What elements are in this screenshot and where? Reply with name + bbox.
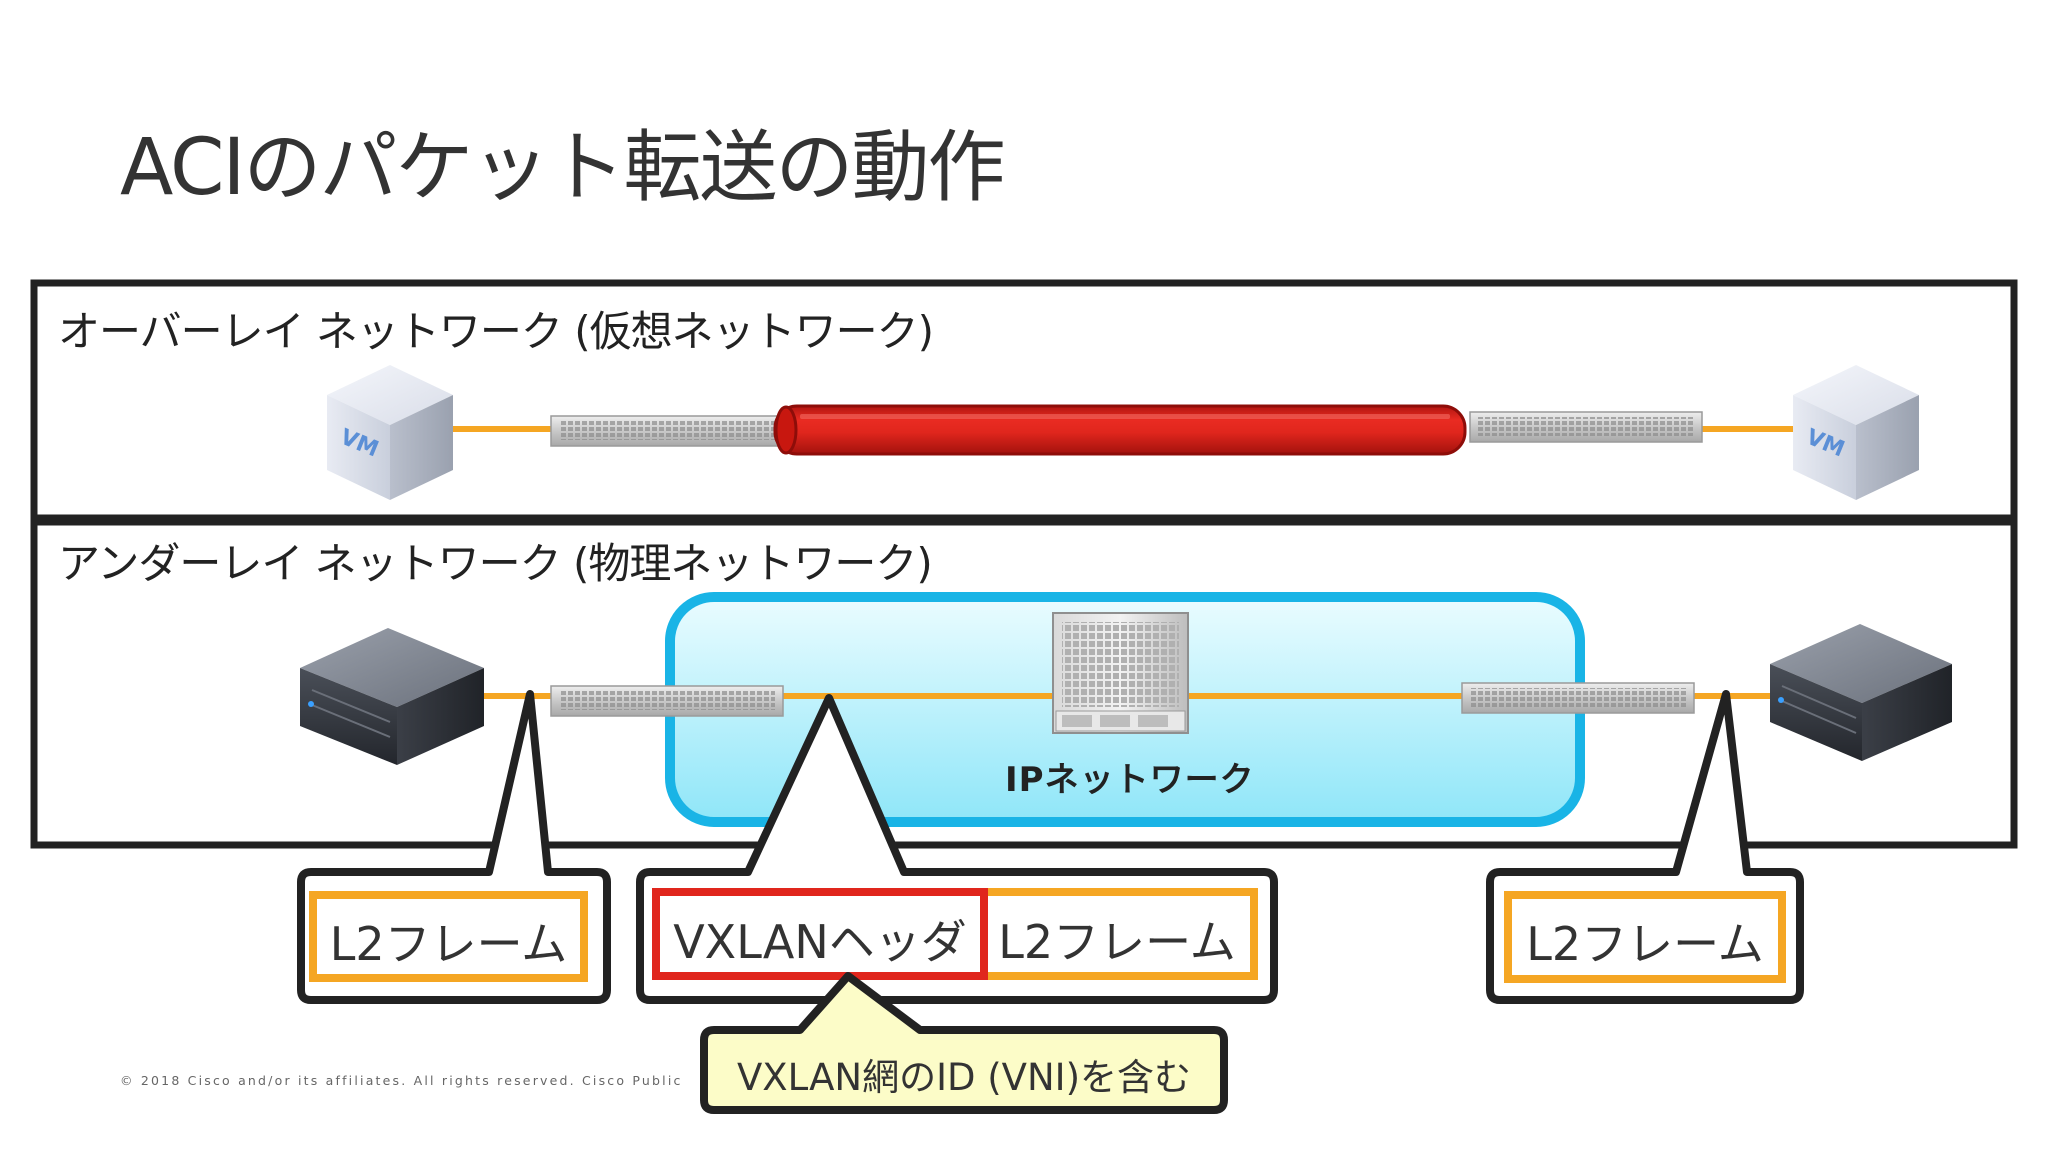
vm-right-icon: VM: [1793, 365, 1919, 500]
underlay-leaf-switch-right: [1461, 682, 1695, 714]
underlay-network-label: アンダーレイ ネットワーク (物理ネットワーク): [58, 539, 933, 588]
server-left-icon: [300, 628, 484, 765]
server-right-icon: [1770, 624, 1952, 761]
callout-left: [297, 690, 611, 1004]
vxlan-tunnel: [773, 404, 1467, 456]
overlay-leaf-switch-left: [550, 415, 787, 447]
frame-right-label: L2フレーム: [1526, 917, 1764, 971]
spine-switch-icon: [1052, 612, 1189, 734]
vni-note-callout: [700, 972, 1228, 1114]
overlay-leaf-switch-right: [1469, 411, 1703, 443]
frame-left-label: L2フレーム: [329, 917, 568, 971]
vxlan-header-label: VXLANヘッダ: [673, 915, 967, 969]
frame-middle-label: L2フレーム: [998, 915, 1236, 969]
vni-note-text: VXLAN網のID (VNI)を含む: [736, 1056, 1192, 1099]
callout-middle: [636, 694, 1278, 1004]
vm-left-icon: VM: [327, 365, 453, 500]
overlay-network-label: オーバーレイ ネットワーク (仮想ネットワーク): [58, 307, 934, 356]
underlay-leaf-switch-left: [550, 685, 784, 717]
callout-right: [1486, 690, 1804, 1004]
slide-title: ACIのパケット転送の動作: [120, 123, 1005, 213]
copyright-footer: © 2018 Cisco and/or its affiliates. All …: [120, 1073, 683, 1088]
ip-network-label: IPネットワーク: [1005, 760, 1255, 800]
